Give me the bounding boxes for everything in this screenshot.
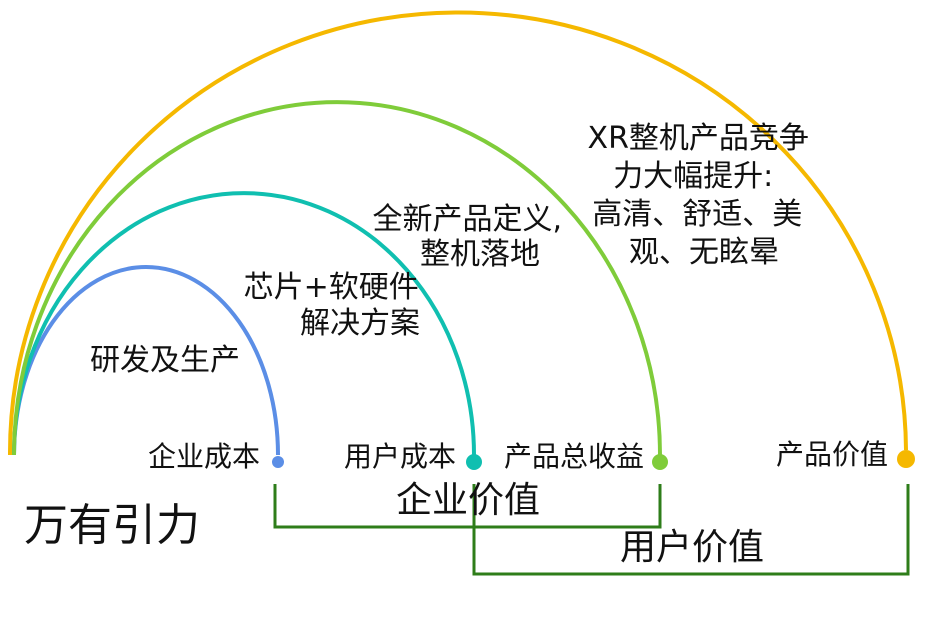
arc-research-end-dot xyxy=(272,456,284,468)
bracket-enterprise-value xyxy=(273,484,662,529)
arc-chip xyxy=(12,191,476,456)
brand-logo-text: 万有引力 xyxy=(24,500,200,551)
arc-xr-label-line: 观、无眩晕 xyxy=(629,235,779,270)
arc-product-label: 全新产品定义, 整机落地 xyxy=(372,202,571,272)
bracket-user-value xyxy=(472,484,910,576)
enterprise-value-label: 企业价值 xyxy=(396,480,540,521)
arc-xr-label-line: 高清、舒适、美 xyxy=(592,197,802,232)
arc-chip-label: 芯片+软硬件 解决方案 xyxy=(244,270,429,341)
arc-xr-label-line: 力大幅提升: xyxy=(613,159,773,194)
arc-xr-label: XR整机产品竞争 力大幅提升: 高清、舒适、美 观、无眩晕 xyxy=(588,121,819,270)
arc-xr-end-dot xyxy=(897,450,915,468)
arc-product-label-line: 整机落地 xyxy=(420,237,540,272)
arc-chip-label-line: 解决方案 xyxy=(300,306,420,341)
arc-chip-end-label: 用户成本 xyxy=(344,440,456,473)
arc-research-label: 研发及生产 xyxy=(90,343,240,378)
arc-product-end-label: 产品总收益 xyxy=(504,440,644,473)
arc-xr xyxy=(7,10,908,456)
arc-product-label-line: 全新产品定义, xyxy=(372,202,562,237)
arc-xr-label-line: XR整机产品竞争 xyxy=(588,121,809,156)
arc-research-end-label: 企业成本 xyxy=(148,440,260,473)
arc-xr-end-label: 产品价值 xyxy=(776,438,888,471)
arc-chip-end-dot xyxy=(466,454,482,470)
arc-chip-label-line: 芯片+软硬件 xyxy=(244,270,419,305)
arc-product-end-dot xyxy=(652,454,668,470)
user-value-label: 用户价值 xyxy=(620,527,764,568)
arc-product xyxy=(12,100,662,456)
